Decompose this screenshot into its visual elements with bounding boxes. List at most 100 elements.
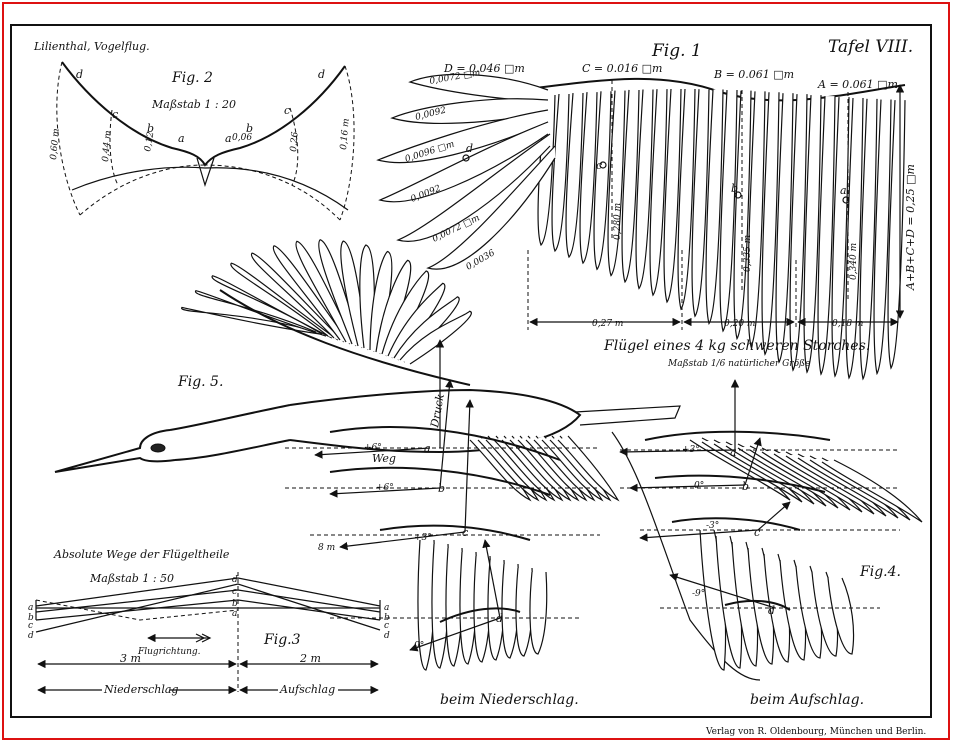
fig3-dist-down: 3 m xyxy=(120,652,141,665)
fig1-secondary-feather xyxy=(761,92,780,356)
fig1-secondary-feather xyxy=(677,88,696,311)
fig5-angle-d: 0° xyxy=(414,641,424,651)
fig3-diagram: Absolute Wege der Flügeltheile Maßstab 1… xyxy=(28,548,390,696)
fig3-point-d-right: d xyxy=(384,631,390,641)
fig1-primary-feather xyxy=(376,109,549,164)
fig1-secondary-feather xyxy=(733,90,752,341)
fig2-point-b-left: b xyxy=(147,122,154,135)
fig1-secondary-feather xyxy=(747,91,766,348)
fig5-angle-b: +6° xyxy=(376,483,394,493)
fig4-point-b: b xyxy=(742,480,749,493)
fig5-lower-feather xyxy=(529,571,548,655)
fig2-point-c-right: c xyxy=(284,104,290,117)
fig1-area-b: B = 0.061 □m xyxy=(713,68,794,81)
fig2-point-d-right: d xyxy=(318,68,325,81)
fig1-caption: Flügel eines 4 kg schweren Storches. xyxy=(603,338,870,354)
fig1-label: Fig. 1 xyxy=(651,41,702,61)
fig1-primary-feather xyxy=(426,145,556,270)
fig4-label: Fig.4. xyxy=(859,564,901,580)
fig2-dist-4: 0,06 xyxy=(232,133,252,143)
fig5-point-a: a xyxy=(424,442,431,455)
fig3-dist-up: 2 m xyxy=(299,652,321,665)
fig3-point-c-left: c xyxy=(28,621,33,631)
fig1-secondary-feather xyxy=(859,98,878,381)
fig2-point-a-left: a xyxy=(178,132,185,145)
fig4-point-a: a xyxy=(730,446,737,459)
fig1-primary-feather xyxy=(396,133,551,242)
fig1-secondary-feather xyxy=(873,99,892,376)
fig2-path-left-mid xyxy=(109,109,119,186)
header-left-text: Lilienthal, Vogelflug. xyxy=(33,40,150,53)
fig1-secondary-feather xyxy=(817,96,836,376)
fig3-point-c-right: c xyxy=(384,621,389,631)
fig1-height-3: 0,340 m xyxy=(849,243,859,280)
fig1-point-b: b xyxy=(731,182,738,195)
fig5-upper-feather xyxy=(230,262,339,341)
fig3-point-a-right: a xyxy=(384,603,389,613)
plate-border xyxy=(10,24,932,718)
fig1-secondary-feather xyxy=(775,93,794,364)
fig5-upper-feather xyxy=(181,306,321,335)
fig5-weg: Weg xyxy=(372,452,396,465)
fig5-point-c: c xyxy=(462,526,468,539)
fig2-dist-3: 0,12 xyxy=(143,131,156,153)
fig1-width-3: 0,18 m xyxy=(832,319,863,329)
fig2-point-d-left: d xyxy=(76,68,83,81)
fig3-title: Absolute Wege der Flügeltheile xyxy=(53,548,230,561)
fig1-point-a: a xyxy=(840,184,847,197)
fig4-diagram: Fig.4. +3° 0° -3° -9° a b c d beim Aufsc… xyxy=(611,379,923,708)
fig1-primary-feather xyxy=(378,121,549,203)
fig1-width-1: 0,27 m xyxy=(592,319,623,329)
fig1-height-1: 0,280 m xyxy=(613,203,623,240)
fig4-angle-b: 0° xyxy=(694,481,704,491)
fig1-secondary-feather xyxy=(831,97,850,378)
fig4-primary-feather xyxy=(827,577,855,655)
fig5-legs xyxy=(574,405,681,426)
fig1-area-a: A = 0.061 □m xyxy=(817,78,898,91)
fig2-path-left-outer xyxy=(56,61,81,216)
fig1-primary-feather xyxy=(390,98,549,124)
fig5-eye xyxy=(150,443,166,453)
fig4-point-c: c xyxy=(754,526,760,539)
fig1-scale: Maßstab 1/6 natürlicher Größe xyxy=(667,359,810,369)
fig1-secondary-feather xyxy=(789,94,808,372)
fig3-point-c-mid: c xyxy=(232,587,237,597)
fig5-neck-bottom xyxy=(174,439,291,461)
fig5-angle-c: +3° xyxy=(414,533,432,543)
fig4-caption: beim Aufschlag. xyxy=(750,692,864,708)
fig1-width-2: 0,20 m xyxy=(724,319,755,329)
fig2-dist-1: 0,60 m xyxy=(49,128,62,160)
fig2-dist-2: 0,44 m xyxy=(101,130,114,162)
fig1-area-d: D = 0.046 □m xyxy=(443,62,525,75)
fig3-point-a-left: a xyxy=(28,603,33,613)
fig4-angle-a: +3° xyxy=(682,445,700,455)
fig1-point-c: c xyxy=(596,159,602,172)
fig2-wing-curve xyxy=(61,61,346,167)
fig3-point-b-mid: b xyxy=(232,599,238,609)
fig1-point-d: d xyxy=(466,142,473,155)
fig1-secondary-feather xyxy=(649,89,668,297)
fig5-druck: Druck xyxy=(428,392,447,429)
fig3-point-a-mid: a xyxy=(232,609,237,619)
fig2-dist-6: 0,16 m xyxy=(339,118,352,150)
fig3-scale: Maßstab 1 : 50 xyxy=(89,572,174,585)
fig1-diagram: Fig. 1 D = 0.046 □m C = 0.016 □m B = 0.0… xyxy=(376,41,917,381)
fig5-diagram: Fig. 5. Druck Weg +6° +6 xyxy=(54,239,681,708)
fig3-point-d-left: d xyxy=(28,631,34,641)
fig2-path-right-outer xyxy=(339,65,355,221)
tafel-label: Tafel VIII. xyxy=(828,37,913,57)
fig5-upper-feather xyxy=(295,240,357,347)
fig1-secondary-feather xyxy=(565,92,584,259)
fig1-secondary-feather xyxy=(691,89,710,318)
fig1-secondary-feather xyxy=(719,90,738,333)
fig5-upper-feather xyxy=(211,275,333,339)
fig1-secondary-feather xyxy=(579,92,598,265)
fig5-speed: 8 m xyxy=(318,543,335,553)
fig2-scale: Maßstab 1 : 20 xyxy=(151,98,236,111)
fig5-upper-feather xyxy=(272,245,351,345)
fig1-secondary-feather xyxy=(593,91,612,271)
fig4-angle-d: -9° xyxy=(692,589,705,599)
fig4-covert-feather xyxy=(821,459,923,523)
fig1-height-2: 0,335 m xyxy=(743,235,753,272)
